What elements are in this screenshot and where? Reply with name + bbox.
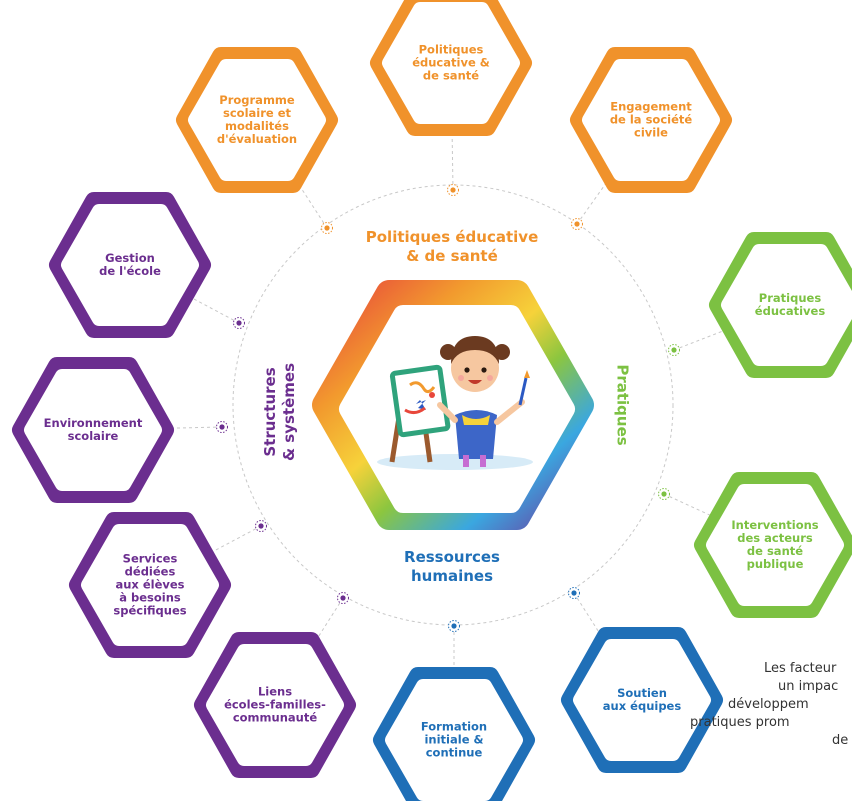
center-hexagon: [312, 280, 594, 530]
hexagon-label-programme: Programme scolaire et modalités d'évalua…: [216, 93, 298, 146]
hexagon-label-services: Services dédiées aux élèves à besoins sp…: [113, 551, 187, 618]
ring-dot-core-interventions: [661, 491, 667, 497]
hexagon-programme: [176, 47, 338, 193]
hexagon-fill-interventions: [706, 484, 844, 606]
ring-dot-core-programme: [324, 225, 330, 231]
sector-label-pratiques: Pratiques: [613, 364, 632, 446]
sector-label-structures: Structures & systèmes: [261, 362, 298, 462]
outer-dashed-ring: [232, 184, 674, 626]
sector-label-politiques: Politiques éducative & de santé: [365, 228, 539, 265]
hexagon-fill-formation: [385, 679, 523, 801]
hexagon-label-pratiques: Pratiques éducatives: [754, 291, 826, 318]
hexagon-label-politiques: Politiques éducative & de santé: [412, 42, 490, 83]
hexagon-fill-gestion: [61, 204, 199, 326]
hexagon-fill-soutien: [573, 639, 711, 761]
caption-line-3: développem: [728, 697, 809, 712]
hexagon-gestion: [49, 192, 211, 338]
hexagon-pratiques: [709, 232, 852, 378]
ring-dot-core-soutien: [571, 590, 577, 596]
hexagon-interventions: [694, 472, 852, 618]
hexagon-politiques: [370, 0, 532, 136]
caption-line-5: de: [832, 733, 849, 748]
child-painting-illustration: [377, 336, 533, 470]
hexagon-fill-services: [81, 524, 219, 646]
ring-dot-core-gestion: [236, 320, 242, 326]
hexagon-fill-politiques: [382, 2, 520, 124]
center-hexagon-fill: [339, 305, 575, 513]
hexagon-services: [69, 512, 231, 658]
ring-dot-core-engagement: [574, 221, 580, 227]
hexagon-label-environnement: Environnement scolaire: [43, 416, 143, 443]
hexagon-fill-liens: [206, 644, 344, 766]
caption-line-2: un impac: [778, 679, 839, 694]
hexagon-label-gestion: Gestion de l'école: [99, 251, 161, 278]
caption-line-4: pratiques prom: [690, 715, 790, 730]
caption-title: F: [700, 638, 852, 655]
ring-dot-core-pratiques: [671, 347, 677, 353]
hexagon-environnement: [12, 357, 174, 503]
ring-dot-core-services: [258, 523, 264, 529]
ring-dot-core-politiques: [450, 187, 456, 193]
hexagon-fill-programme: [188, 59, 326, 181]
hexagon-label-formation: Formation initiale & continue: [420, 719, 488, 760]
hexagon-label-engagement: Engagement de la société civile: [609, 99, 693, 140]
hexagon-soutien: [561, 627, 723, 773]
caption-line-1: Les facteur: [764, 661, 837, 676]
ring-dot-core-formation: [451, 623, 457, 629]
ring-dot-core-environnement: [219, 424, 225, 430]
hexagon-liens: [194, 632, 356, 778]
hexagon-fill-engagement: [582, 59, 720, 181]
sector-label-ressources: Ressources humaines: [404, 548, 500, 585]
hexagon-fill-environnement: [24, 369, 162, 491]
hexagon-label-soutien: Soutien aux équipes: [602, 686, 682, 713]
hexagon-label-interventions: Interventions des acteurs de santé publi…: [731, 518, 819, 571]
hexagon-label-liens: Liens écoles-familles- communauté: [224, 684, 326, 725]
hexagon-fill-pratiques: [721, 244, 852, 366]
hexagon-engagement: [570, 47, 732, 193]
ring-dot-core-liens: [340, 595, 346, 601]
